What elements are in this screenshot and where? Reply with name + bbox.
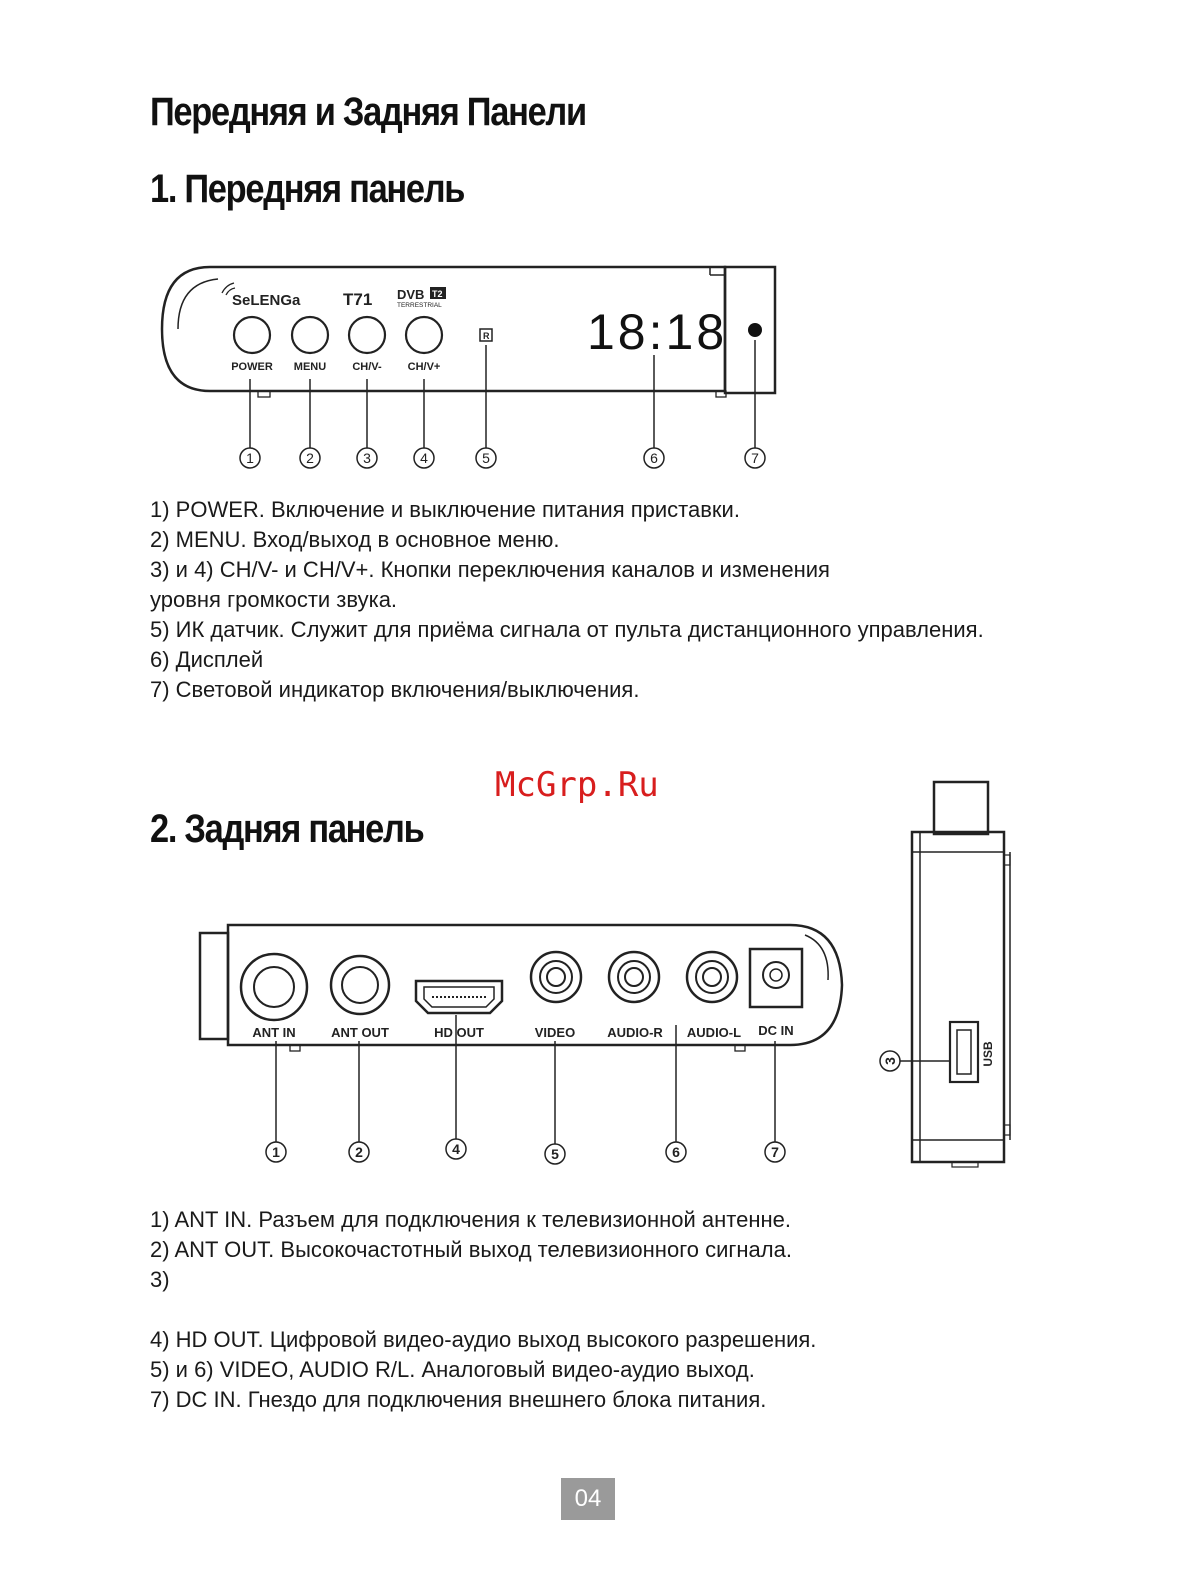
ch-v-plus-button[interactable]	[404, 315, 444, 355]
rear-callout-6: 6	[672, 1144, 680, 1160]
audio-l-port	[685, 950, 739, 1004]
callout-5: 5	[482, 450, 490, 466]
front-desc-line: 1) POWER. Включение и выключение питания…	[150, 497, 740, 522]
video-label: VIDEO	[535, 1025, 575, 1040]
front-desc-line: 3) и 4) CH/V- и CH/V+. Кнопки переключен…	[150, 557, 830, 582]
rear-desc-line	[150, 1295, 816, 1325]
front-descriptions: 1) POWER. Включение и выключение питания…	[150, 495, 984, 705]
power-button[interactable]	[232, 315, 272, 355]
terrestrial-label: TERRESTRIAL	[397, 302, 442, 309]
front-desc-line: 6) Дисплей	[150, 647, 264, 672]
audio-r-label: AUDIO-R	[607, 1025, 663, 1040]
rear-desc-line: 2) ANT OUT. Высокочастотный выход телеви…	[150, 1237, 792, 1262]
rear-descriptions: 1) ANT IN. Разъем для подключения к теле…	[150, 1205, 816, 1415]
page-title: Передняя и Задняя Панели	[150, 90, 587, 134]
front-panel-diagram: SeLENGa T71 DVB T2 TERRESTRIAL POWER MEN…	[160, 265, 777, 469]
rear-callout-5: 5	[551, 1146, 559, 1162]
page-number: 04	[561, 1478, 615, 1520]
rear-callout-7: 7	[771, 1144, 779, 1160]
rear-desc-line: 5) и 6) VIDEO, AUDIO R/L. Аналоговый вид…	[150, 1357, 755, 1382]
rear-callout-3: 3	[882, 1057, 898, 1065]
rear-callout-4: 4	[452, 1141, 460, 1157]
dvb-logo: DVB	[397, 287, 424, 302]
rear-callout-2: 2	[355, 1144, 363, 1160]
menu-label: MENU	[294, 361, 326, 373]
ch-v-minus-button[interactable]	[347, 315, 387, 355]
watermark: McGrp.Ru	[495, 765, 659, 805]
rear-desc-line: 1) ANT IN. Разъем для подключения к теле…	[150, 1207, 792, 1232]
ant-out-label: ANT OUT	[331, 1025, 389, 1040]
power-led-icon	[748, 323, 762, 337]
ant-out-port	[329, 954, 391, 1016]
front-panel-heading: 1. Передняя панель	[150, 167, 465, 211]
video-port	[529, 950, 583, 1004]
rear-desc-line: 3)	[150, 1267, 170, 1292]
rear-panel-diagram: ANT IN ANT OUT HD OUT VIDEO AUDIO-R AUDI…	[198, 923, 844, 1165]
rear-desc-line: 7) DC IN. Гнездо для подключения внешнег…	[150, 1387, 767, 1412]
rear-desc-line: 4) HD OUT. Цифровой видео-аудио выход вы…	[150, 1327, 817, 1352]
display-readout: 18:18	[587, 304, 727, 360]
ir-label: R	[483, 331, 490, 341]
dc-in-label: DC IN	[758, 1023, 793, 1038]
model-label: T71	[343, 290, 372, 309]
power-label: POWER	[231, 361, 273, 373]
brand-logo: SeLENGa	[232, 292, 301, 309]
front-desc-line: 5) ИК датчик. Служит для приёма сигнала …	[150, 617, 984, 642]
menu-button[interactable]	[290, 315, 330, 355]
front-desc-line: 7) Световой индикатор включения/выключен…	[150, 677, 640, 702]
hd-out-label: HD OUT	[434, 1025, 484, 1040]
ch-v-minus-label: CH/V-	[352, 361, 382, 373]
front-desc-line: 2) MENU. Вход/выход в основное меню.	[150, 527, 560, 552]
callout-4: 4	[420, 450, 428, 466]
callout-7: 7	[751, 450, 759, 466]
front-desc-line: уровня громкости звука.	[150, 587, 398, 612]
side-view-diagram: USB 3	[879, 780, 1011, 1168]
hdmi-port	[414, 979, 504, 1015]
audio-r-port	[607, 950, 661, 1004]
callout-1: 1	[246, 450, 254, 466]
ant-in-port	[239, 952, 309, 1022]
rear-callout-1: 1	[272, 1144, 280, 1160]
callout-2: 2	[306, 450, 314, 466]
usb-label: USB	[981, 1041, 995, 1067]
ch-v-plus-label: CH/V+	[408, 361, 441, 373]
callout-6: 6	[650, 450, 658, 466]
ant-in-label: ANT IN	[252, 1025, 295, 1040]
usb-port	[948, 1020, 980, 1084]
dc-in-port	[748, 947, 804, 1009]
callout-3: 3	[363, 450, 371, 466]
ir-sensor-icon	[479, 328, 493, 342]
audio-l-label: AUDIO-L	[687, 1025, 741, 1040]
t2-badge: T2	[432, 289, 443, 299]
rear-panel-heading: 2. Задняя панель	[150, 807, 425, 851]
